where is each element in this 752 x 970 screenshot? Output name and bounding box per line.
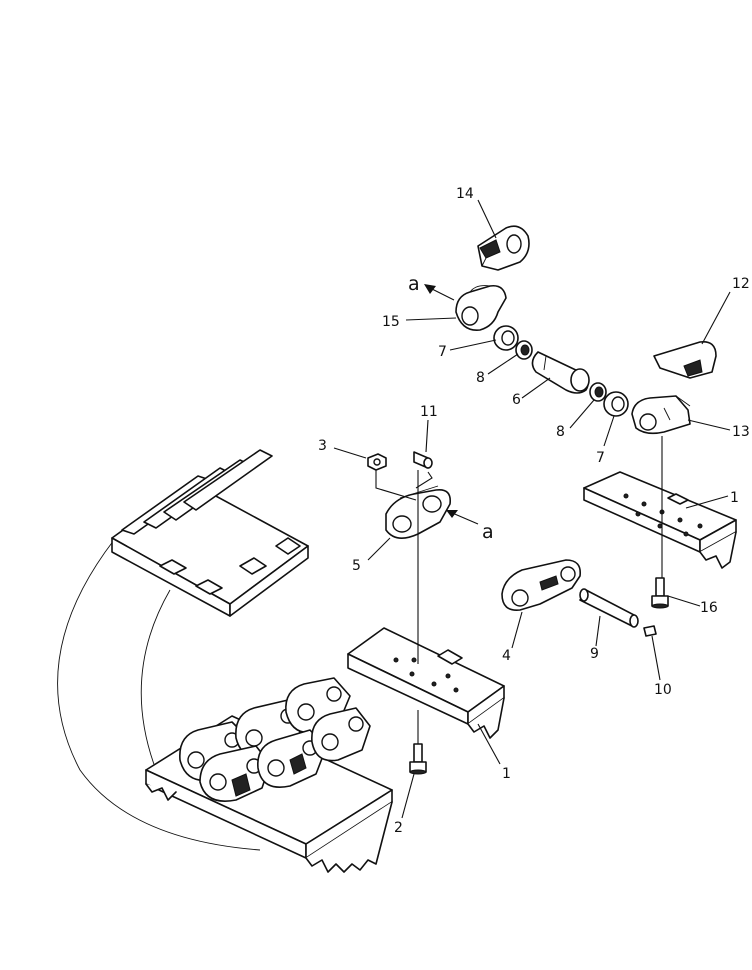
part-2-shoe-bolt: [409, 743, 427, 775]
callout-12: 12: [732, 276, 750, 292]
callout-2: 2: [394, 820, 403, 836]
part-1-shoe-center: [347, 627, 505, 739]
callout-14: 14: [456, 186, 474, 202]
part-7-seal-upper: [493, 325, 519, 351]
view-mark-a-upper: a: [408, 273, 420, 295]
part-13-link-half: [631, 395, 691, 435]
track-links-row: [179, 677, 371, 802]
callout-5: 5: [352, 558, 361, 574]
assembled-track-group: [57, 449, 393, 873]
track-shoe-section-upper: [111, 449, 309, 617]
callout-7-upper: 7: [438, 344, 447, 360]
callout-16: 16: [700, 600, 718, 616]
callout-13: 13: [732, 424, 750, 440]
part-14-link-cover: [477, 225, 530, 271]
alignment-lines: [375, 436, 663, 744]
part-7-seal-lower: [603, 391, 629, 417]
callout-1-center: 1: [502, 766, 511, 782]
view-arrow-upper: [424, 284, 455, 301]
part-12-link-cover: [653, 340, 717, 379]
callout-8-lower: 8: [556, 424, 565, 440]
part-1-shoe-right: [583, 471, 737, 569]
view-arrow-lower: [446, 510, 479, 525]
callout-10: 10: [654, 682, 672, 698]
callout-15: 15: [382, 314, 400, 330]
part-10-plug: [643, 625, 657, 637]
part-16-shoe-bolt: [651, 577, 669, 609]
part-8-spacer-lower: [589, 382, 607, 402]
callout-7-lower: 7: [596, 450, 605, 466]
part-8-spacer-upper: [515, 340, 533, 360]
callout-4: 4: [502, 648, 511, 664]
callout-6: 6: [512, 392, 521, 408]
view-mark-a-lower: a: [482, 521, 494, 543]
callout-9: 9: [590, 646, 599, 662]
part-15-link-half: [455, 284, 507, 331]
callout-11: 11: [420, 404, 438, 420]
callout-leaders: [333, 199, 731, 819]
part-3-nut: [367, 453, 387, 471]
part-11-bolt: [413, 451, 433, 469]
callout-1-right: 1: [730, 490, 739, 506]
part-4-track-link: [501, 559, 582, 611]
part-6-track-pin: [531, 351, 590, 394]
part-9-pin: [579, 588, 639, 628]
callout-8-upper: 8: [476, 370, 485, 386]
callout-3: 3: [318, 438, 327, 454]
